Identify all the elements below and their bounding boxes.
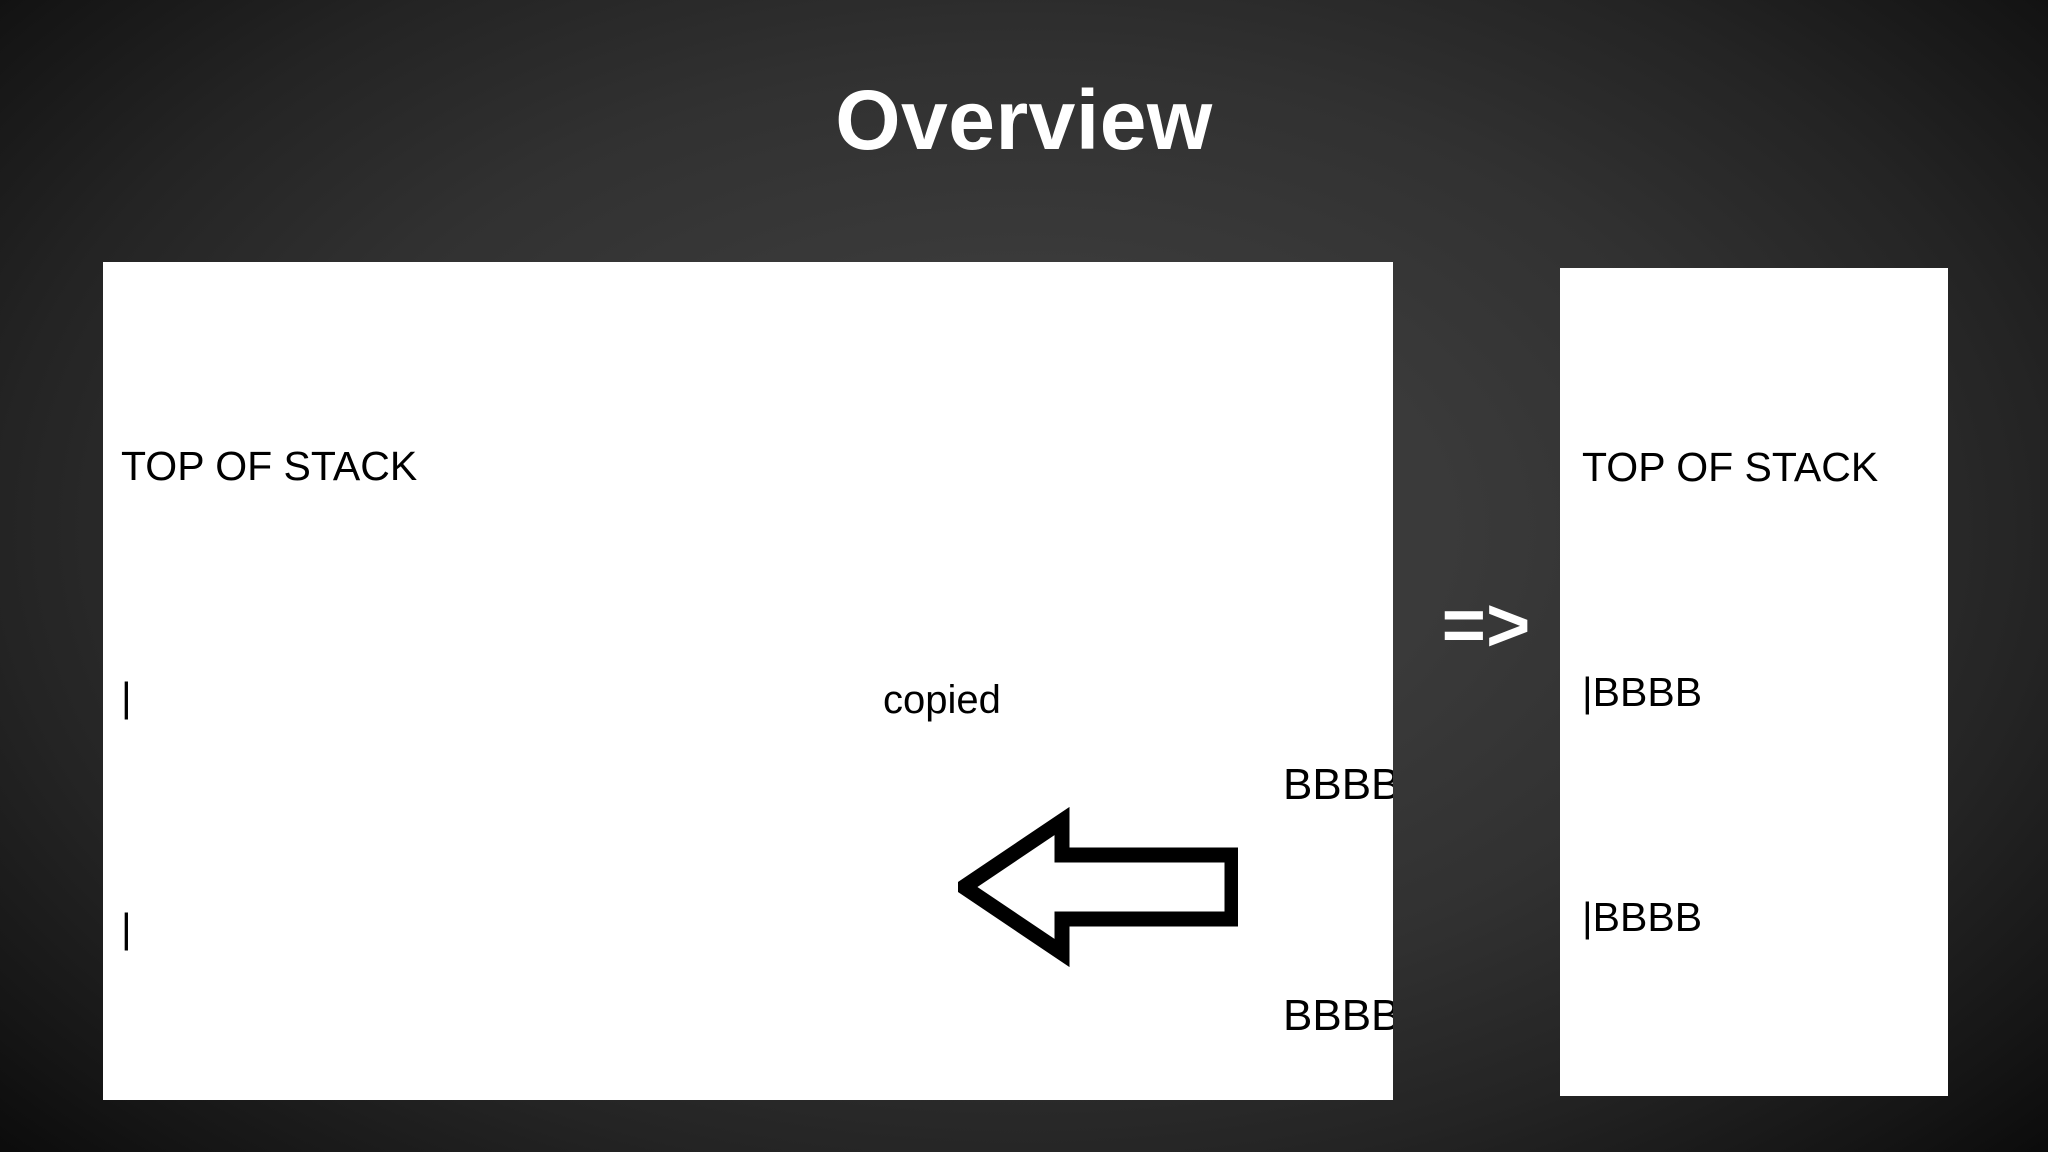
page-title: Overview — [835, 73, 1213, 167]
stack-line: |BBBB — [1582, 669, 1703, 715]
copied-label: copied — [883, 678, 1001, 722]
stack-line: | — [121, 674, 132, 720]
source-buffer-column: BBBB BBBB BBBB BBBB BBBB BBBB BBBB BBBB … — [1283, 592, 1393, 1100]
right-stack-panel: TOP OF STACK |BBBB |BBBB |BBBB |BBBB |BB… — [1560, 268, 1948, 1096]
left-stack-panel: TOP OF STACK | | | A | AAAA | AAAA | A |… — [103, 262, 1393, 1100]
stack-line: |BBBB — [1582, 894, 1703, 940]
copy-arrow-icon — [958, 807, 1238, 967]
left-stack-text: TOP OF STACK | | | A | AAAA | AAAA | A |… — [121, 274, 499, 1100]
implies-arrow-icon: => — [1441, 583, 1531, 668]
right-stack-text: TOP OF STACK |BBBB |BBBB |BBBB |BBBB |BB… — [1582, 280, 1878, 1096]
buffer-row: BBBB — [1283, 991, 1393, 1040]
buffer-row: BBBB — [1283, 760, 1393, 809]
stack-line: TOP OF STACK — [121, 443, 418, 489]
stack-line: | — [121, 905, 132, 951]
stack-header: TOP OF STACK — [1582, 444, 1879, 490]
